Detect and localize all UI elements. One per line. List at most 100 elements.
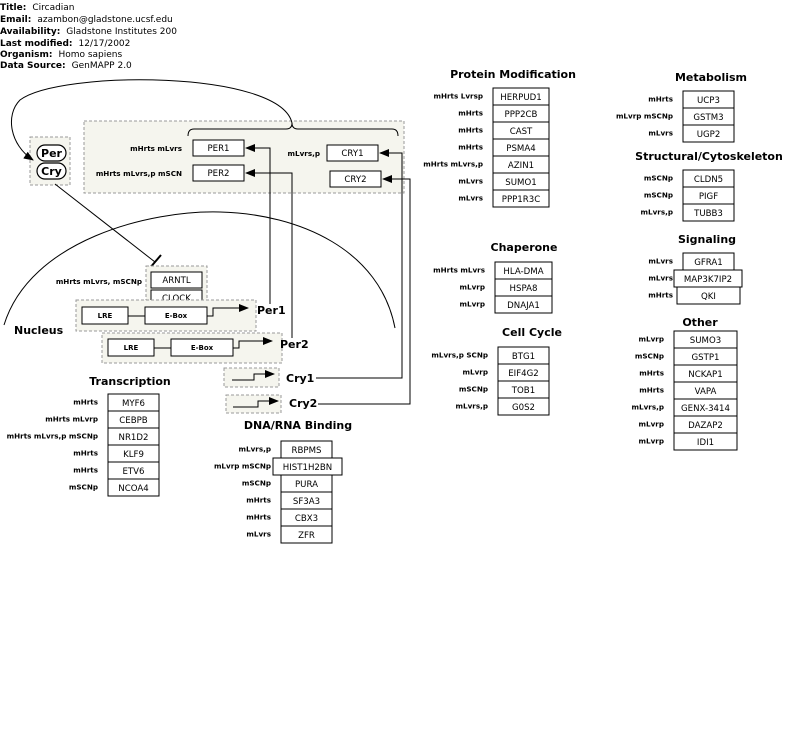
gene-label-ncoa4: NCOA4 (118, 484, 148, 494)
gene-tag: mHrts mLvrs,p mSCNp (7, 432, 98, 441)
gene-box-qki[interactable] (676, 286, 741, 305)
gene-box-cry2[interactable] (329, 170, 382, 188)
gene-box-per2[interactable] (192, 164, 245, 182)
gene-box-arntl[interactable] (150, 271, 203, 289)
gene-tag: mLvrp (639, 437, 664, 446)
gene-box-ugp2[interactable] (682, 124, 735, 143)
gene-box-dnaja1[interactable] (494, 295, 553, 314)
gene-tag: mLvrs (458, 177, 483, 186)
header-line-title: Title:Circadian (0, 3, 75, 13)
per-label: Per (41, 147, 63, 160)
gene-box-idi1[interactable] (673, 432, 738, 451)
group-title: Chaperone (491, 241, 558, 254)
gene-label-ppp1r3c: PPP1R3C (502, 195, 540, 205)
gene-label-pigf: PIGF (699, 192, 718, 202)
gene-label-tob1: TOB1 (511, 386, 535, 396)
gene-label-cldn5: CLDN5 (694, 175, 723, 185)
core-clock-group: mHrts mLvrs PER1 mHrts mLvrs,p mSCN PER2… (83, 120, 405, 194)
gene-box-ncoa4[interactable] (107, 478, 160, 497)
gene-label-gfra1: GFRA1 (694, 258, 723, 268)
per1-ebox-label: E-Box (165, 312, 188, 320)
inhibition-line (54, 183, 156, 263)
per2-promoter: LRE E-Box Per2 (101, 332, 309, 364)
group-title: Other (682, 316, 718, 329)
nucleus-label: Nucleus (14, 324, 64, 337)
gene-box-g0s2[interactable] (497, 397, 550, 416)
gene-label-arntl: ARNTL (162, 276, 191, 286)
gene-label-btg1: BTG1 (512, 352, 535, 362)
gene-label-ucp3: UCP3 (697, 96, 720, 106)
gene-label-ppp2cb: PPP2CB (505, 110, 538, 120)
header-line-source: Data Source:GenMAPP 2.0 (0, 61, 132, 71)
gene-box-per1[interactable] (192, 139, 245, 157)
gene-tag: mHrts (648, 291, 673, 300)
gene-label-sumo1: SUMO1 (505, 178, 536, 188)
header-line-modified: Last modified:12/17/2002 (0, 39, 130, 49)
gene-tag: mHrts (648, 95, 673, 104)
per2-gene-label: Per2 (280, 338, 309, 351)
gene-label-rbpms: RBPMS (292, 446, 322, 456)
gene-label-sf3a3: SF3A3 (293, 497, 320, 507)
gene-box-tubb3[interactable] (682, 203, 735, 222)
group-title: Metabolism (675, 71, 747, 84)
gene-label-herpud1: HERPUD1 (500, 93, 541, 103)
gene-box-ppp1r3c[interactable] (492, 189, 550, 208)
gene-label-etv6: ETV6 (122, 467, 144, 477)
gene-tag: mHrts (458, 143, 483, 152)
gene-tag: mLvrp (460, 300, 485, 309)
gene-tag: mHrts (639, 369, 664, 378)
gene-label-dnaja1: DNAJA1 (507, 301, 540, 311)
gene-label-psma4: PSMA4 (506, 144, 535, 154)
gene-label-pura: PURA (295, 480, 318, 490)
gene-tag: mSCNp (459, 385, 488, 394)
gene-label-ugp2: UGP2 (697, 130, 721, 140)
gene-tag: mHrts (639, 386, 664, 395)
gene-label-zfr: ZFR (298, 531, 315, 541)
activator-tag: mHrts mLvrs, mSCNp (56, 277, 142, 286)
header-block: Title:Circadian Email:azambon@gladstone.… (0, 3, 177, 71)
gene-label-azin1: AZIN1 (508, 161, 534, 171)
gene-label-clock: CLOCK (162, 294, 191, 304)
gene-tag: mHrts Lvrsp (434, 92, 484, 101)
gene-tag: mHrts (246, 513, 271, 522)
gene-tag: mLvrp (639, 335, 664, 344)
group-title: DNA/RNA Binding (244, 419, 352, 432)
cry2-gene-label: Cry2 (289, 397, 317, 410)
gene-tag: mLvrs,p (456, 402, 488, 411)
gene-box-zfr[interactable] (280, 525, 333, 544)
gene-label-per1: PER1 (207, 144, 229, 154)
gene-label-dazap2: DAZAP2 (688, 421, 723, 431)
gene-box-cry1[interactable] (326, 144, 379, 162)
header-line-organism: Organism:Homo sapiens (0, 50, 123, 60)
gene-label-g0s2: G0S2 (512, 403, 535, 413)
gene-label-hla-dma: HLA-DMA (503, 267, 543, 277)
gene-label-cry2: CRY2 (344, 175, 366, 185)
group-title: Structural/Cytoskeleton (635, 150, 783, 163)
gene-tag: mSCNp (69, 483, 98, 492)
per-cry-complex: Per Cry (29, 136, 71, 186)
gene-label-hspa8: HSPA8 (510, 284, 538, 294)
gene-tag: mHrts mLvrp (45, 415, 98, 424)
gene-tag: mLvrp (463, 368, 488, 377)
header-line-availability: Availability:Gladstone Institutes 200 (0, 27, 177, 37)
gene-tag: mSCNp (635, 352, 664, 361)
gene-label-qki: QKI (701, 292, 716, 302)
gene-label-nckap1: NCKAP1 (688, 370, 722, 380)
gene-tag: mSCNp (644, 191, 673, 200)
gene-tag: mHrts (73, 398, 98, 407)
cry1-promoter: Cry1 (223, 367, 314, 388)
gene-tag: mLvrs,p (239, 445, 271, 454)
gene-tag: mHrts (458, 126, 483, 135)
gene-label-klf9: KLF9 (123, 450, 144, 460)
gene-tag: mLvrs,p (632, 403, 664, 412)
gene-tag: mHrts (246, 496, 271, 505)
gene-tag: mHrts mLvrs,p (423, 160, 483, 169)
gene-tag: mHrts (73, 449, 98, 458)
